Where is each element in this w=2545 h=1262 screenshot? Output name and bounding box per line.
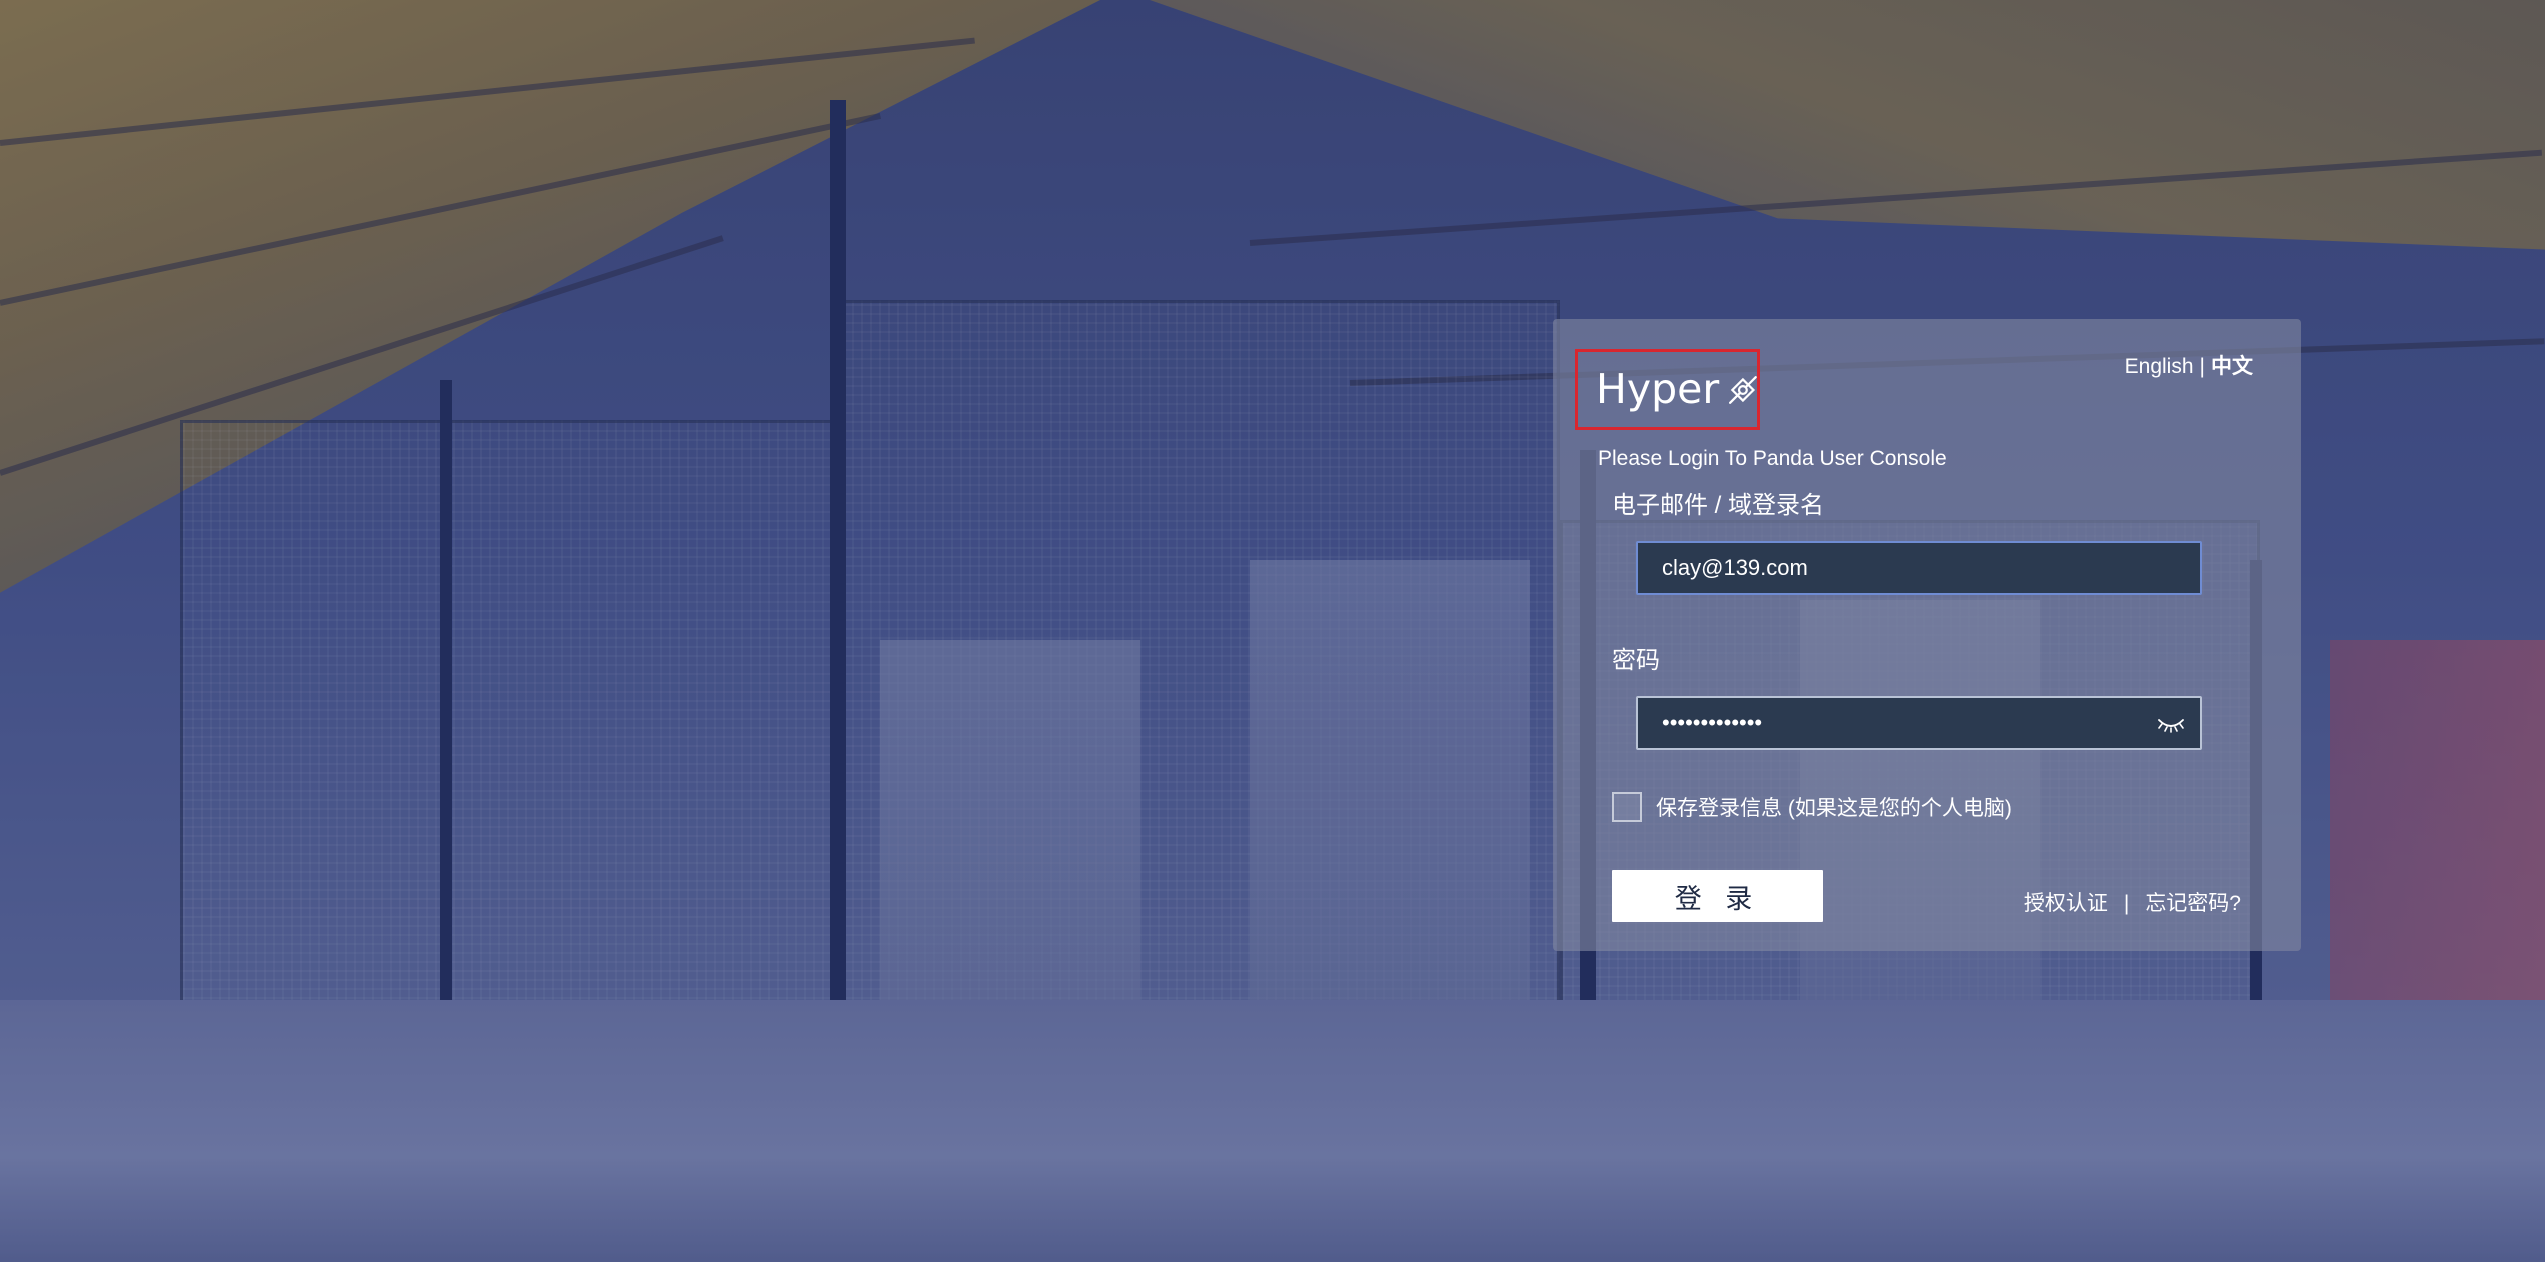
language-switch: English| 中文 <box>2125 350 2253 380</box>
page-subtitle: Please Login To Panda User Console <box>1598 447 1947 470</box>
forgot-password-link[interactable]: 忘记密码? <box>2145 892 2241 915</box>
server-rack <box>1250 560 1530 1080</box>
logo-text: Hyper <box>1596 365 1720 413</box>
login-button[interactable]: 登 录 <box>1612 870 1823 922</box>
password-value: ••••••••••••• <box>1662 710 1763 735</box>
language-chinese-link[interactable]: 中文 <box>2211 355 2253 378</box>
cage-post <box>830 100 846 1262</box>
links-separator: | <box>2123 892 2130 915</box>
password-label: 密码 <box>1612 647 1660 674</box>
language-english-link[interactable]: English <box>2124 355 2194 378</box>
remember-checkbox[interactable] <box>1612 792 1642 822</box>
logo: Hyper <box>1575 349 1760 430</box>
login-panel: Hyper English|中文 Please Login To Panda U… <box>1553 319 2301 951</box>
language-separator: | <box>2199 355 2205 378</box>
remember-login: 保存登录信息 (如果这是您的个人电脑) <box>1612 792 2012 822</box>
auth-link[interactable]: 授权认证 <box>2023 892 2108 915</box>
floor <box>0 1000 2545 1262</box>
remember-label[interactable]: 保存登录信息 (如果这是您的个人电脑) <box>1656 797 2012 820</box>
red-wall <box>2330 640 2545 1000</box>
hyper-logo-mark-icon <box>1729 375 1757 404</box>
email-field[interactable]: clay@139.com <box>1636 541 2202 595</box>
email-label: 电子邮件 / 域登录名 <box>1612 492 1825 519</box>
cage-post <box>440 380 452 1160</box>
eye-closed-icon[interactable] <box>2156 712 2186 736</box>
email-value: clay@139.com <box>1662 555 1808 580</box>
password-field[interactable]: ••••••••••••• <box>1636 696 2202 750</box>
footer-links: 授权认证 | 忘记密码? <box>2024 887 2241 917</box>
